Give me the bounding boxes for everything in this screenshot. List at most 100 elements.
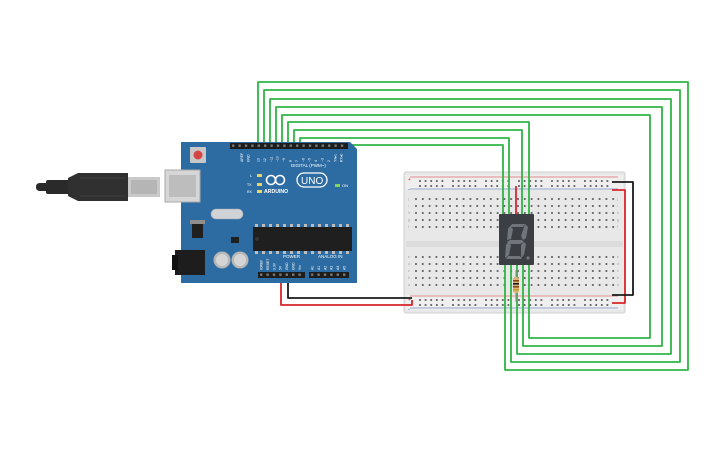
breadboard-hole[interactable] xyxy=(517,212,519,214)
breadboard-hole[interactable] xyxy=(591,226,594,228)
breadboard-hole[interactable] xyxy=(421,263,424,265)
breadboard-hole[interactable] xyxy=(442,270,445,272)
breadboard-hole[interactable] xyxy=(435,219,438,221)
rail-hole[interactable] xyxy=(419,180,421,182)
breadboard-hole[interactable] xyxy=(537,270,540,272)
breadboard-hole[interactable] xyxy=(564,198,567,200)
rail-hole[interactable] xyxy=(419,299,421,301)
breadboard-hole[interactable] xyxy=(537,263,540,265)
breadboard-hole[interactable] xyxy=(503,205,506,207)
breadboard-hole[interactable] xyxy=(476,219,479,221)
breadboard-hole[interactable] xyxy=(551,263,553,265)
rail-hole[interactable] xyxy=(595,185,598,187)
resistor-icon[interactable] xyxy=(513,270,519,302)
breadboard-hole[interactable] xyxy=(612,270,615,272)
rail-hole[interactable] xyxy=(600,299,603,301)
rail-hole[interactable] xyxy=(556,304,559,306)
rail-hole[interactable] xyxy=(584,185,586,187)
breadboard-hole[interactable] xyxy=(544,219,547,221)
header-pin[interactable] xyxy=(285,273,288,276)
rail-hole[interactable] xyxy=(490,185,493,187)
header-pin[interactable] xyxy=(276,144,280,147)
breadboard-hole[interactable] xyxy=(564,270,567,272)
rail-hole[interactable] xyxy=(441,180,444,182)
rail-hole[interactable] xyxy=(567,299,570,301)
rail-hole[interactable] xyxy=(468,185,471,187)
breadboard-hole[interactable] xyxy=(462,205,465,207)
breadboard-hole[interactable] xyxy=(537,219,540,221)
rail-hole[interactable] xyxy=(551,180,553,182)
rail-hole[interactable] xyxy=(430,304,433,306)
breadboard-hole[interactable] xyxy=(455,219,458,221)
rail-hole[interactable] xyxy=(490,180,493,182)
breadboard-hole[interactable] xyxy=(578,284,581,286)
rail-hole[interactable] xyxy=(606,299,609,301)
rail-hole[interactable] xyxy=(463,180,466,182)
breadboard-hole[interactable] xyxy=(612,226,615,228)
breadboard-hole[interactable] xyxy=(421,198,424,200)
breadboard-hole[interactable] xyxy=(469,263,472,265)
breadboard-hole[interactable] xyxy=(442,284,445,286)
breadboard-hole[interactable] xyxy=(591,284,594,286)
breadboard-hole[interactable] xyxy=(598,219,601,221)
rail-hole[interactable] xyxy=(452,180,454,182)
breadboard-hole[interactable] xyxy=(489,270,492,272)
header-pin[interactable] xyxy=(260,273,263,276)
breadboard-hole[interactable] xyxy=(435,284,438,286)
breadboard-hole[interactable] xyxy=(462,219,465,221)
breadboard-hole[interactable] xyxy=(510,198,513,200)
breadboard-hole[interactable] xyxy=(449,212,451,214)
breadboard-hole[interactable] xyxy=(496,205,499,207)
rail-hole[interactable] xyxy=(490,299,493,301)
header-pin[interactable] xyxy=(292,273,295,276)
header-pin[interactable] xyxy=(317,273,320,276)
rail-hole[interactable] xyxy=(556,180,559,182)
breadboard-hole[interactable] xyxy=(571,198,574,200)
rail-hole[interactable] xyxy=(474,299,477,301)
breadboard-hole[interactable] xyxy=(612,198,615,200)
breadboard-hole[interactable] xyxy=(517,205,519,207)
breadboard-hole[interactable] xyxy=(476,277,479,279)
breadboard-hole[interactable] xyxy=(435,226,438,228)
breadboard-hole[interactable] xyxy=(415,226,417,228)
breadboard-hole[interactable] xyxy=(428,263,431,265)
breadboard-hole[interactable] xyxy=(510,205,513,207)
breadboard-hole[interactable] xyxy=(537,256,540,258)
breadboard-hole[interactable] xyxy=(530,198,533,200)
rail-hole[interactable] xyxy=(507,299,510,301)
breadboard-hole[interactable] xyxy=(496,277,499,279)
breadboard-hole[interactable] xyxy=(612,205,615,207)
breadboard-hole[interactable] xyxy=(571,284,574,286)
rail-hole[interactable] xyxy=(424,185,427,187)
breadboard-hole[interactable] xyxy=(585,284,587,286)
breadboard-hole[interactable] xyxy=(571,277,574,279)
rail-hole[interactable] xyxy=(567,304,570,306)
rail-hole[interactable] xyxy=(551,185,553,187)
breadboard-hole[interactable] xyxy=(489,226,492,228)
header-pin[interactable] xyxy=(279,273,282,276)
rail-hole[interactable] xyxy=(540,304,543,306)
rail-hole[interactable] xyxy=(523,304,526,306)
breadboard-hole[interactable] xyxy=(469,284,472,286)
breadboard-hole[interactable] xyxy=(489,219,492,221)
breadboard-hole[interactable] xyxy=(442,226,445,228)
breadboard-hole[interactable] xyxy=(462,212,465,214)
breadboard-hole[interactable] xyxy=(612,212,615,214)
breadboard-hole[interactable] xyxy=(428,270,431,272)
breadboard-hole[interactable] xyxy=(517,198,519,200)
rail-hole[interactable] xyxy=(474,185,477,187)
breadboard-hole[interactable] xyxy=(435,212,438,214)
rail-hole[interactable] xyxy=(501,299,504,301)
rail-hole[interactable] xyxy=(485,180,487,182)
rail-hole[interactable] xyxy=(518,185,520,187)
rail-hole[interactable] xyxy=(562,304,565,306)
breadboard-hole[interactable] xyxy=(489,205,492,207)
breadboard-hole[interactable] xyxy=(483,284,485,286)
breadboard-hole[interactable] xyxy=(544,212,547,214)
rail-hole[interactable] xyxy=(496,180,499,182)
breadboard-hole[interactable] xyxy=(421,277,424,279)
rail-hole[interactable] xyxy=(523,180,526,182)
breadboard-hole[interactable] xyxy=(462,256,465,258)
breadboard-hole[interactable] xyxy=(598,263,601,265)
